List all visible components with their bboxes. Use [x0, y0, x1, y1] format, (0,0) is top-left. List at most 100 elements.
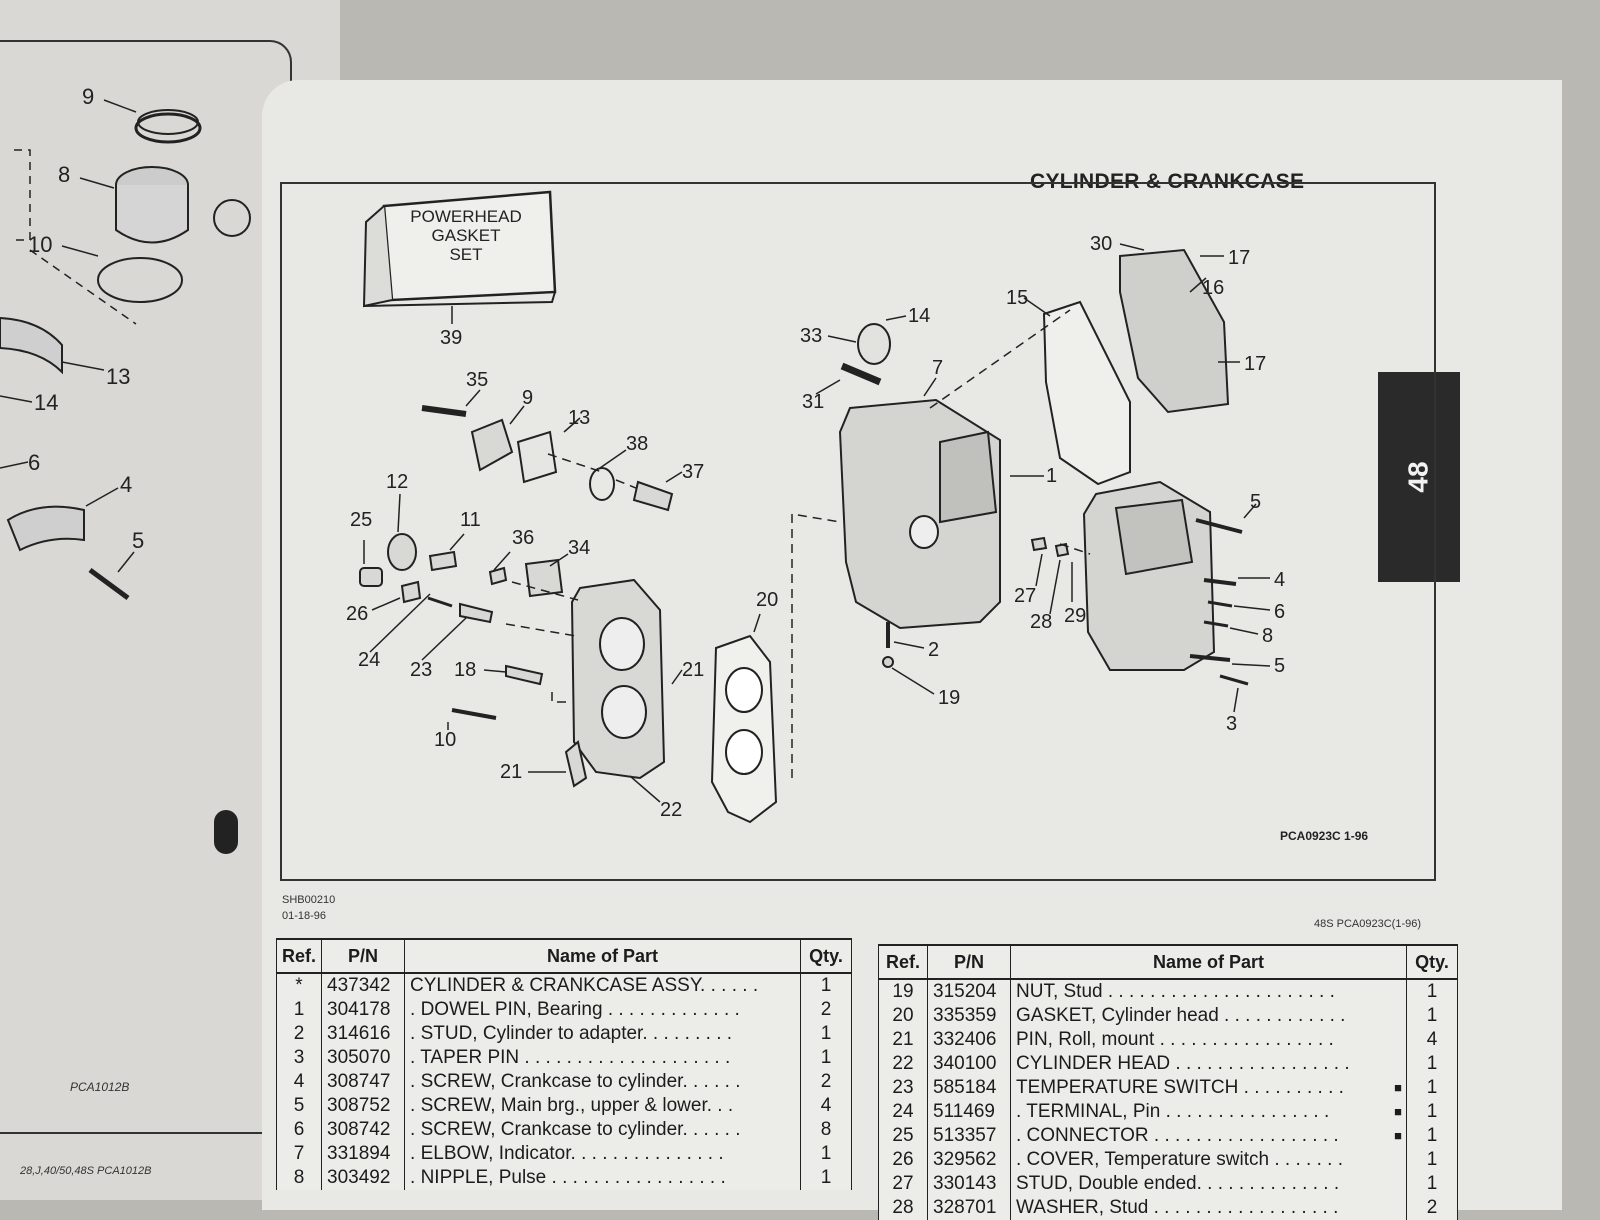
ref-cell: 24 — [878, 1100, 928, 1124]
name-cell: . ELBOW, Indicator. . . . . . . . . . . … — [404, 1142, 801, 1166]
name-cell: . TERMINAL, Pin . . . . . . . . . . . . … — [1010, 1100, 1407, 1124]
callout: 19 — [938, 687, 960, 709]
col-name: Name of Part — [1010, 944, 1407, 980]
pn-cell: 329562 — [927, 1148, 1011, 1172]
callout: 29 — [1064, 605, 1086, 627]
pn-cell: 585184 — [927, 1076, 1011, 1100]
left-callout: 4 — [120, 472, 132, 497]
name-cell: . CONNECTOR . . . . . . . . . . . . . . … — [1010, 1124, 1407, 1148]
col-ref: Ref. — [275, 938, 323, 974]
col-ref: Ref. — [878, 944, 928, 980]
diagram-frame — [280, 182, 1436, 881]
name-cell: . SCREW, Crankcase to cylinder. . . . . … — [404, 1070, 801, 1094]
note-marker: ■ — [1394, 1128, 1402, 1143]
name-cell: GASKET, Cylinder head . . . . . . . . . … — [1010, 1004, 1407, 1028]
callout: 22 — [660, 799, 682, 821]
qty-cell: 1 — [1406, 1148, 1458, 1172]
left-callout: 13 — [106, 364, 130, 389]
qty-cell: 1 — [1406, 1076, 1458, 1100]
pn-cell: 437342 — [321, 973, 406, 998]
callout: 27 — [1014, 585, 1036, 607]
callout: 23 — [410, 659, 432, 681]
name-cell: CYLINDER & CRANKCASE ASSY. . . . . . — [404, 973, 801, 998]
callout: 12 — [386, 471, 408, 493]
qty-cell: 1 — [1406, 979, 1458, 1004]
left-callout: 5 — [132, 528, 144, 553]
name-cell: . DOWEL PIN, Bearing . . . . . . . . . .… — [404, 998, 801, 1022]
callout: 36 — [512, 527, 534, 549]
qty-cell: 1 — [1406, 1004, 1458, 1028]
callout: 18 — [454, 659, 476, 681]
left-callout: 8 — [58, 162, 70, 187]
ref-cell: 21 — [878, 1028, 928, 1052]
name-cell: CYLINDER HEAD . . . . . . . . . . . . . … — [1010, 1052, 1407, 1076]
callout: 11 — [460, 509, 481, 531]
pn-cell: 332406 — [927, 1028, 1011, 1052]
qty-cell: 2 — [800, 998, 852, 1022]
ref-cell: 20 — [878, 1004, 928, 1028]
page-title: CYLINDER & CRANKCASE — [1030, 170, 1305, 193]
callout: 25 — [350, 509, 372, 531]
name-cell: STUD, Double ended. . . . . . . . . . . … — [1010, 1172, 1407, 1196]
callout: 16 — [1202, 277, 1224, 299]
callout: 3 — [1226, 713, 1237, 735]
qty-cell: 1 — [1406, 1100, 1458, 1124]
ref-cell: 8 — [275, 1166, 323, 1190]
pn-cell: 315204 — [927, 979, 1011, 1004]
callout: 14 — [908, 305, 930, 327]
pn-cell: 340100 — [927, 1052, 1011, 1076]
name-cell: . NIPPLE, Pulse . . . . . . . . . . . . … — [404, 1166, 801, 1190]
qty-cell: 1 — [800, 1142, 852, 1166]
callout: 34 — [568, 537, 590, 559]
qty-cell: 1 — [800, 973, 852, 998]
exploded-parts-diagram: POWERHEAD GASKET SET 39 — [346, 190, 1368, 843]
doc-code: SHB00210 — [282, 894, 336, 906]
name-cell: PIN, Roll, mount . . . . . . . . . . . .… — [1010, 1028, 1407, 1052]
ref-cell: 1 — [275, 998, 323, 1022]
qty-cell: 1 — [800, 1166, 852, 1190]
qty-cell: 1 — [1406, 1172, 1458, 1196]
binder-hole — [214, 810, 238, 854]
pn-cell: 511469 — [927, 1100, 1011, 1124]
callout: 6 — [1274, 601, 1285, 623]
col-pn: P/N — [321, 938, 406, 974]
ref-cell: 7 — [275, 1142, 323, 1166]
callout: 15 — [1006, 287, 1028, 309]
ref-cell: 19 — [878, 979, 928, 1004]
left-callout: 10 — [28, 232, 52, 257]
callout: 24 — [358, 649, 380, 671]
table-header-row: Ref. P/N Name of Part Qty. — [878, 944, 1458, 980]
note-marker: ■ — [1394, 1104, 1402, 1119]
qty-cell: 1 — [1406, 1052, 1458, 1076]
table-header-row: Ref. P/N Name of Part Qty. — [275, 938, 852, 974]
ref-cell: 27 — [878, 1172, 928, 1196]
callout: 30 — [1090, 233, 1112, 255]
left-parts-diagram: 9 8 10 13 14 6 4 5 — [0, 84, 251, 601]
name-cell: . SCREW, Main brg., upper & lower. . . — [404, 1094, 801, 1118]
pn-cell: 305070 — [321, 1046, 406, 1070]
callout: 13 — [568, 407, 590, 429]
pn-cell: 330143 — [927, 1172, 1011, 1196]
pn-cell: 513357 — [927, 1124, 1011, 1148]
col-qty: Qty. — [800, 938, 852, 974]
figure-code: PCA0923C 1-96 — [1280, 829, 1368, 843]
callout: 26 — [346, 603, 368, 625]
qty-cell: 8 — [800, 1118, 852, 1142]
col-qty: Qty. — [1406, 944, 1458, 980]
ref-cell: 6 — [275, 1118, 323, 1142]
col-name: Name of Part — [404, 938, 801, 974]
col-pn: P/N — [927, 944, 1011, 980]
callout: 20 — [756, 589, 778, 611]
gasket-box-line2: GASKET — [432, 226, 501, 245]
callout: 17 — [1228, 247, 1250, 269]
